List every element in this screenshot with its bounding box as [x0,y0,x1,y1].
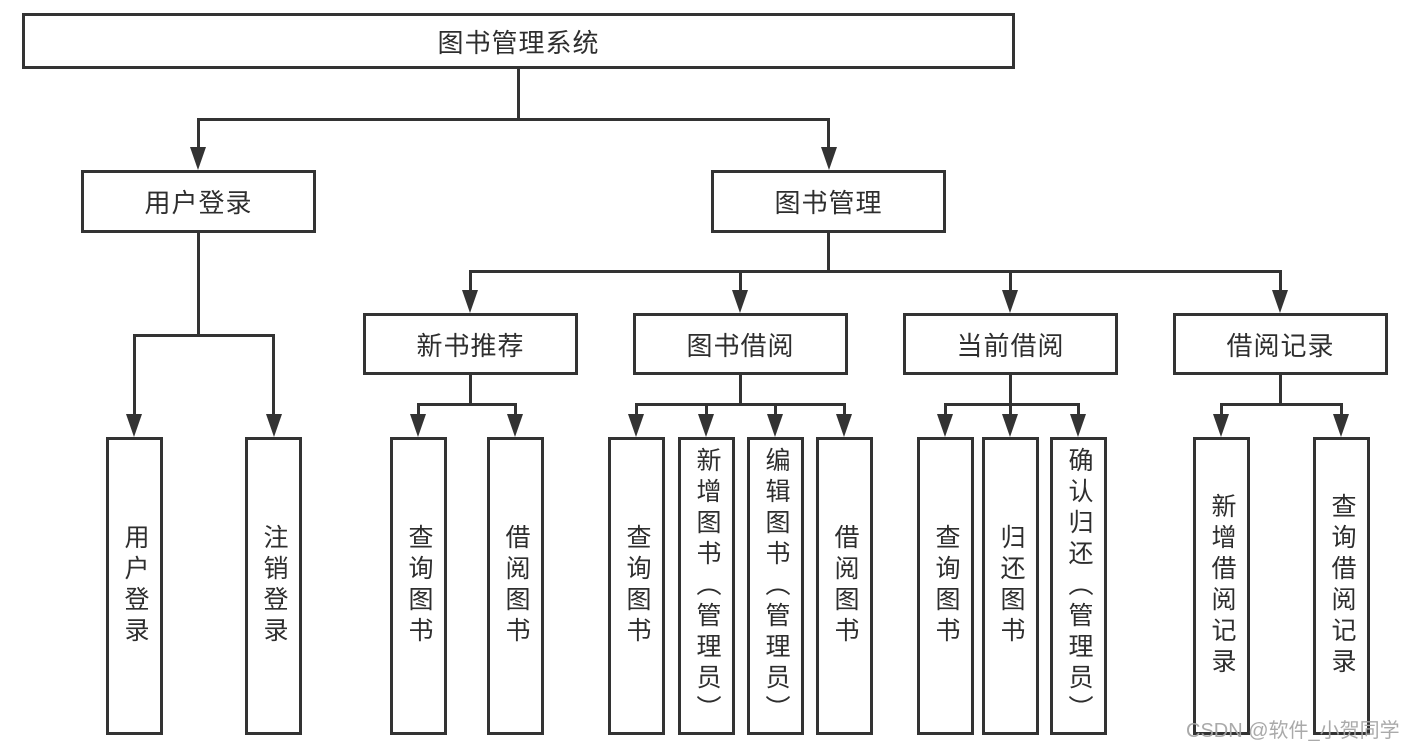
connector-drop-logout [272,334,275,416]
leaf-query-borrow-record: 查询借阅记录 [1313,437,1370,735]
connector-drop [1009,403,1012,416]
connector-drop [1220,403,1223,416]
leaf-edit-book-admin-label: 编辑图书（管理员） [762,446,790,726]
connector-drop [705,403,708,416]
connector-drop-book-borrow [739,270,742,292]
connector-drop-current-borrow [1009,270,1012,292]
node-book-management-label: 图书管理 [774,188,883,218]
connector-root-bus [197,118,830,121]
node-borrow-record: 借阅记录 [1173,313,1388,375]
arrow-down-icon [1002,290,1018,313]
leaf-confirm-return-admin-label: 确认归还（管理员） [1065,446,1093,726]
node-current-borrow: 当前借阅 [903,313,1118,375]
connector-book-mgmt-bus [469,270,1282,273]
connector-root-stem [517,69,520,121]
node-new-book-recommend-label: 新书推荐 [416,330,525,361]
arrow-down-icon [462,290,478,313]
arrow-down-icon [1272,290,1288,313]
leaf-add-book-admin-label: 新增图书（管理员） [693,446,721,726]
leaf-edit-book-admin: 编辑图书（管理员） [747,437,804,735]
arrow-down-icon [1002,414,1018,437]
connector-drop-borrow-record [1279,270,1282,292]
leaf-logout-label: 注销登录 [260,524,288,648]
arrow-down-icon [732,290,748,313]
connector-drop [1077,403,1080,416]
leaf-user-login-label: 用户登录 [121,524,149,648]
connector-borrow-record-bus [1220,403,1343,406]
arrow-down-icon [821,147,837,170]
leaf-user-login: 用户登录 [106,437,163,735]
node-user-login: 用户登录 [81,170,316,233]
arrow-down-icon [266,414,282,437]
arrow-down-icon [1070,414,1086,437]
leaf-borrow-book-1: 借阅图书 [487,437,544,735]
leaf-query-book-1-label: 查询图书 [405,524,433,648]
arrow-down-icon [767,414,783,437]
arrow-down-icon [937,414,953,437]
connector-drop [944,403,947,416]
connector-book-borrow-stem [739,375,742,406]
connector-new-book-stem [469,375,472,406]
csdn-watermark: CSDN @软件_小贺同学 [1186,720,1400,742]
connector-drop-user-login [197,118,200,149]
node-root: 图书管理系统 [22,13,1015,69]
arrow-down-icon [836,414,852,437]
leaf-return-book: 归还图书 [982,437,1039,735]
leaf-borrow-book-2: 借阅图书 [816,437,873,735]
node-book-management: 图书管理 [711,170,946,233]
leaf-query-book-2-label: 查询图书 [623,524,651,648]
leaf-confirm-return-admin: 确认归还（管理员） [1050,437,1107,735]
leaf-add-book-admin: 新增图书（管理员） [678,437,735,735]
leaf-add-borrow-record-label: 新增借阅记录 [1208,493,1236,679]
leaf-query-book-2: 查询图书 [608,437,665,735]
arrow-down-icon [698,414,714,437]
arrow-down-icon [410,414,426,437]
arrow-down-icon [126,414,142,437]
connector-drop [514,403,517,416]
connector-drop [635,403,638,416]
connector-drop-book-management [827,118,830,149]
connector-book-mgmt-stem [827,233,830,273]
leaf-return-book-label: 归还图书 [997,524,1025,648]
node-borrow-record-label: 借阅记录 [1226,330,1335,361]
connector-user-login-stem [197,233,200,337]
node-user-login-label: 用户登录 [144,188,253,218]
node-current-borrow-label: 当前借阅 [956,330,1065,361]
leaf-borrow-book-2-label: 借阅图书 [831,524,859,648]
connector-new-book-bus [417,403,517,406]
arrow-down-icon [190,147,206,170]
connector-drop [417,403,420,416]
connector-drop [774,403,777,416]
arrow-down-icon [507,414,523,437]
leaf-query-borrow-record-label: 查询借阅记录 [1328,493,1356,679]
connector-current-borrow-stem [1009,375,1012,406]
leaf-query-book-1: 查询图书 [390,437,447,735]
leaf-logout: 注销登录 [245,437,302,735]
connector-current-borrow-bus [944,403,1080,406]
connector-drop-login [133,334,136,416]
arrow-down-icon [1333,414,1349,437]
leaf-query-book-3-label: 查询图书 [932,524,960,648]
connector-drop [843,403,846,416]
connector-drop [1340,403,1343,416]
connector-book-borrow-bus [635,403,846,406]
node-root-label: 图书管理系统 [437,27,600,58]
node-book-borrow: 图书借阅 [633,313,848,375]
connector-drop-new-book [469,270,472,292]
leaf-borrow-book-1-label: 借阅图书 [502,524,530,648]
node-new-book-recommend: 新书推荐 [363,313,578,375]
leaf-query-book-3: 查询图书 [917,437,974,735]
leaf-add-borrow-record: 新增借阅记录 [1193,437,1250,735]
connector-user-login-bus [133,334,275,337]
arrow-down-icon [1213,414,1229,437]
connector-borrow-record-stem [1279,375,1282,406]
node-book-borrow-label: 图书借阅 [686,330,795,361]
arrow-down-icon [628,414,644,437]
